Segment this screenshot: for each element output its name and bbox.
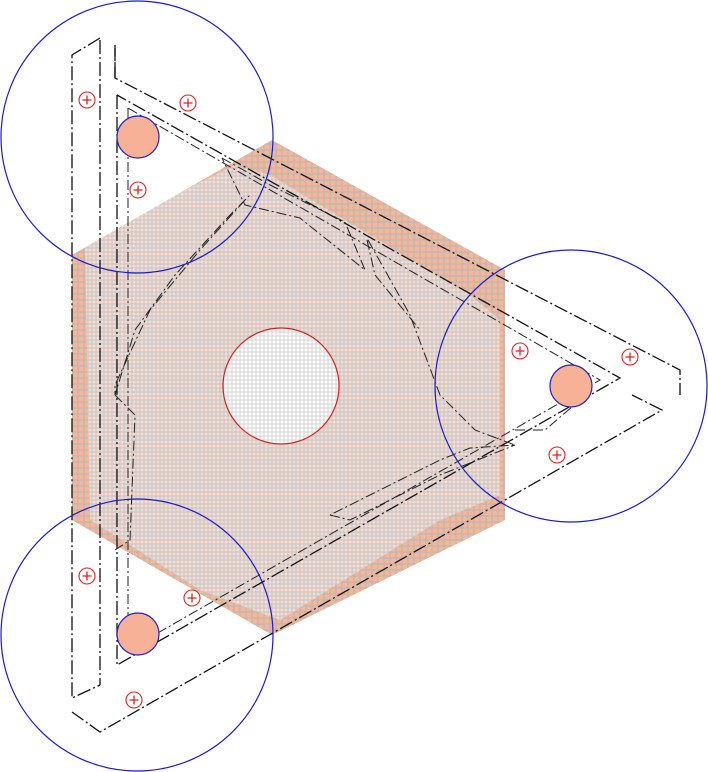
screw-head-icon — [183, 589, 201, 607]
screw-head-icon — [78, 91, 96, 109]
screw-head-icon — [511, 342, 529, 360]
screw-head-icon — [125, 691, 143, 709]
screw-group — [78, 91, 639, 709]
center-hole — [222, 327, 340, 445]
screw-head-icon — [78, 567, 96, 585]
contact-pads — [116, 115, 593, 656]
screw-head-icon — [548, 446, 566, 464]
frame-outline — [71, 37, 681, 733]
contact-pad-bottom-left — [116, 612, 160, 656]
reach-circle-top-left — [0, 0, 274, 274]
contact-pad-right — [549, 364, 593, 408]
reach-circle-bottom-left — [0, 498, 274, 772]
reach-circle-right — [434, 249, 708, 523]
contact-pad-top-left — [116, 115, 160, 159]
screw-head-icon — [179, 94, 197, 112]
screw-head-icon — [129, 181, 147, 199]
screw-head-icon — [621, 348, 639, 366]
